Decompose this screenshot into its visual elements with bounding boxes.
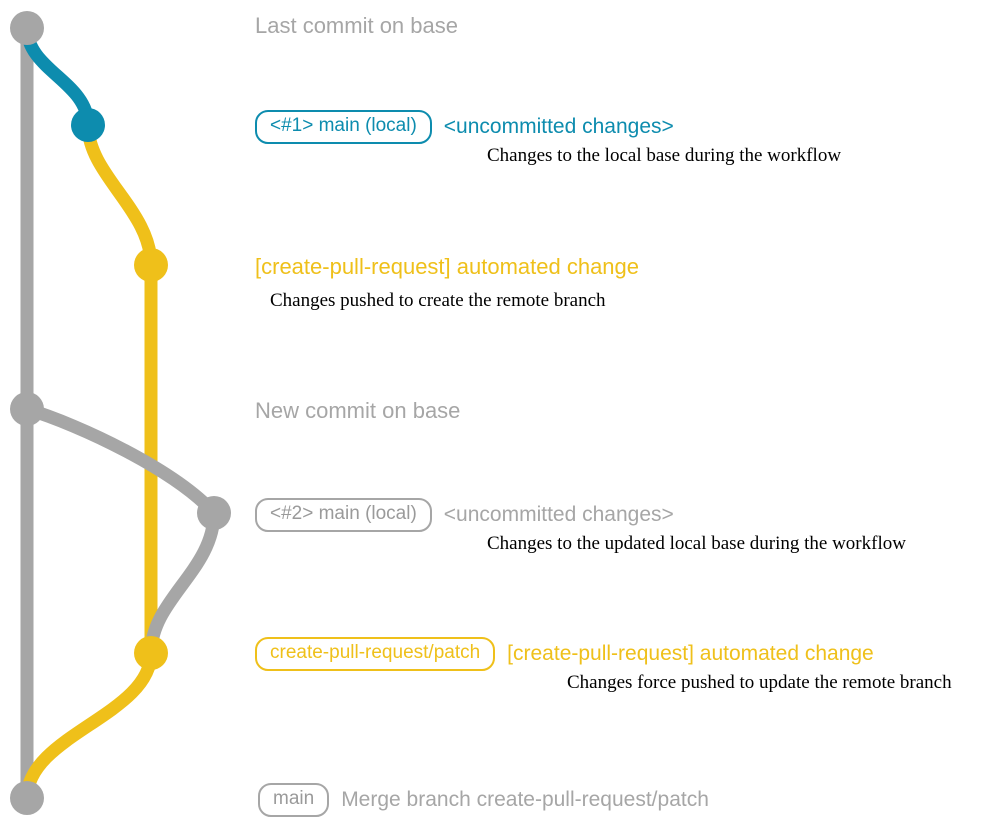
edge-patch2-to-merge: [20, 646, 158, 805]
row-automated-change-2: create-pull-request/patch [create-pull-r…: [255, 637, 874, 671]
commit-message-automated-change-2: [create-pull-request] automated change: [507, 642, 874, 666]
branch-pill-local-main-1[interactable]: <#1> main (local): [255, 110, 432, 144]
branch-pill-main[interactable]: main: [258, 783, 330, 817]
note-automated-change-1: Changes pushed to create the remote bran…: [270, 290, 606, 311]
node-merge: [10, 781, 44, 815]
node-local-1: [71, 108, 105, 142]
row-merge-commit: main Merge branch create-pull-request/pa…: [258, 783, 709, 817]
node-base-new: [10, 392, 44, 426]
row-local-main-1: <#1> main (local) <uncommitted changes>: [255, 110, 674, 144]
commit-message-local-main-1: <uncommitted changes>: [443, 115, 674, 139]
headline-last-commit-on-base: Last commit on base: [255, 13, 458, 38]
headline-new-commit-on-base: New commit on base: [255, 398, 461, 423]
branch-pill-local-main-2[interactable]: <#2> main (local): [255, 498, 432, 532]
row-local-main-2: <#2> main (local) <uncommitted changes>: [255, 498, 674, 532]
edge-local1-to-patch1: [81, 118, 158, 272]
edge-local2-to-patch2: [144, 506, 221, 660]
note-local-main-2: Changes to the updated local base during…: [487, 533, 906, 554]
branch-pill-create-pull-request-patch[interactable]: create-pull-request/patch: [255, 637, 496, 671]
node-patch-1: [134, 248, 168, 282]
note-local-main-1: Changes to the local base during the wor…: [487, 145, 842, 166]
headline-automated-change-1: [create-pull-request] automated change: [255, 254, 640, 279]
node-local-2: [197, 496, 231, 530]
edge-basenew-to-local2: [20, 402, 221, 520]
commit-message-merge: Merge branch create-pull-request/patch: [341, 788, 709, 812]
commit-nodes: [10, 11, 231, 815]
node-patch-2: [134, 636, 168, 670]
commit-message-local-main-2: <uncommitted changes>: [443, 503, 674, 527]
node-base-top: [10, 11, 44, 45]
note-automated-change-2: Changes force pushed to update the remot…: [567, 672, 952, 693]
